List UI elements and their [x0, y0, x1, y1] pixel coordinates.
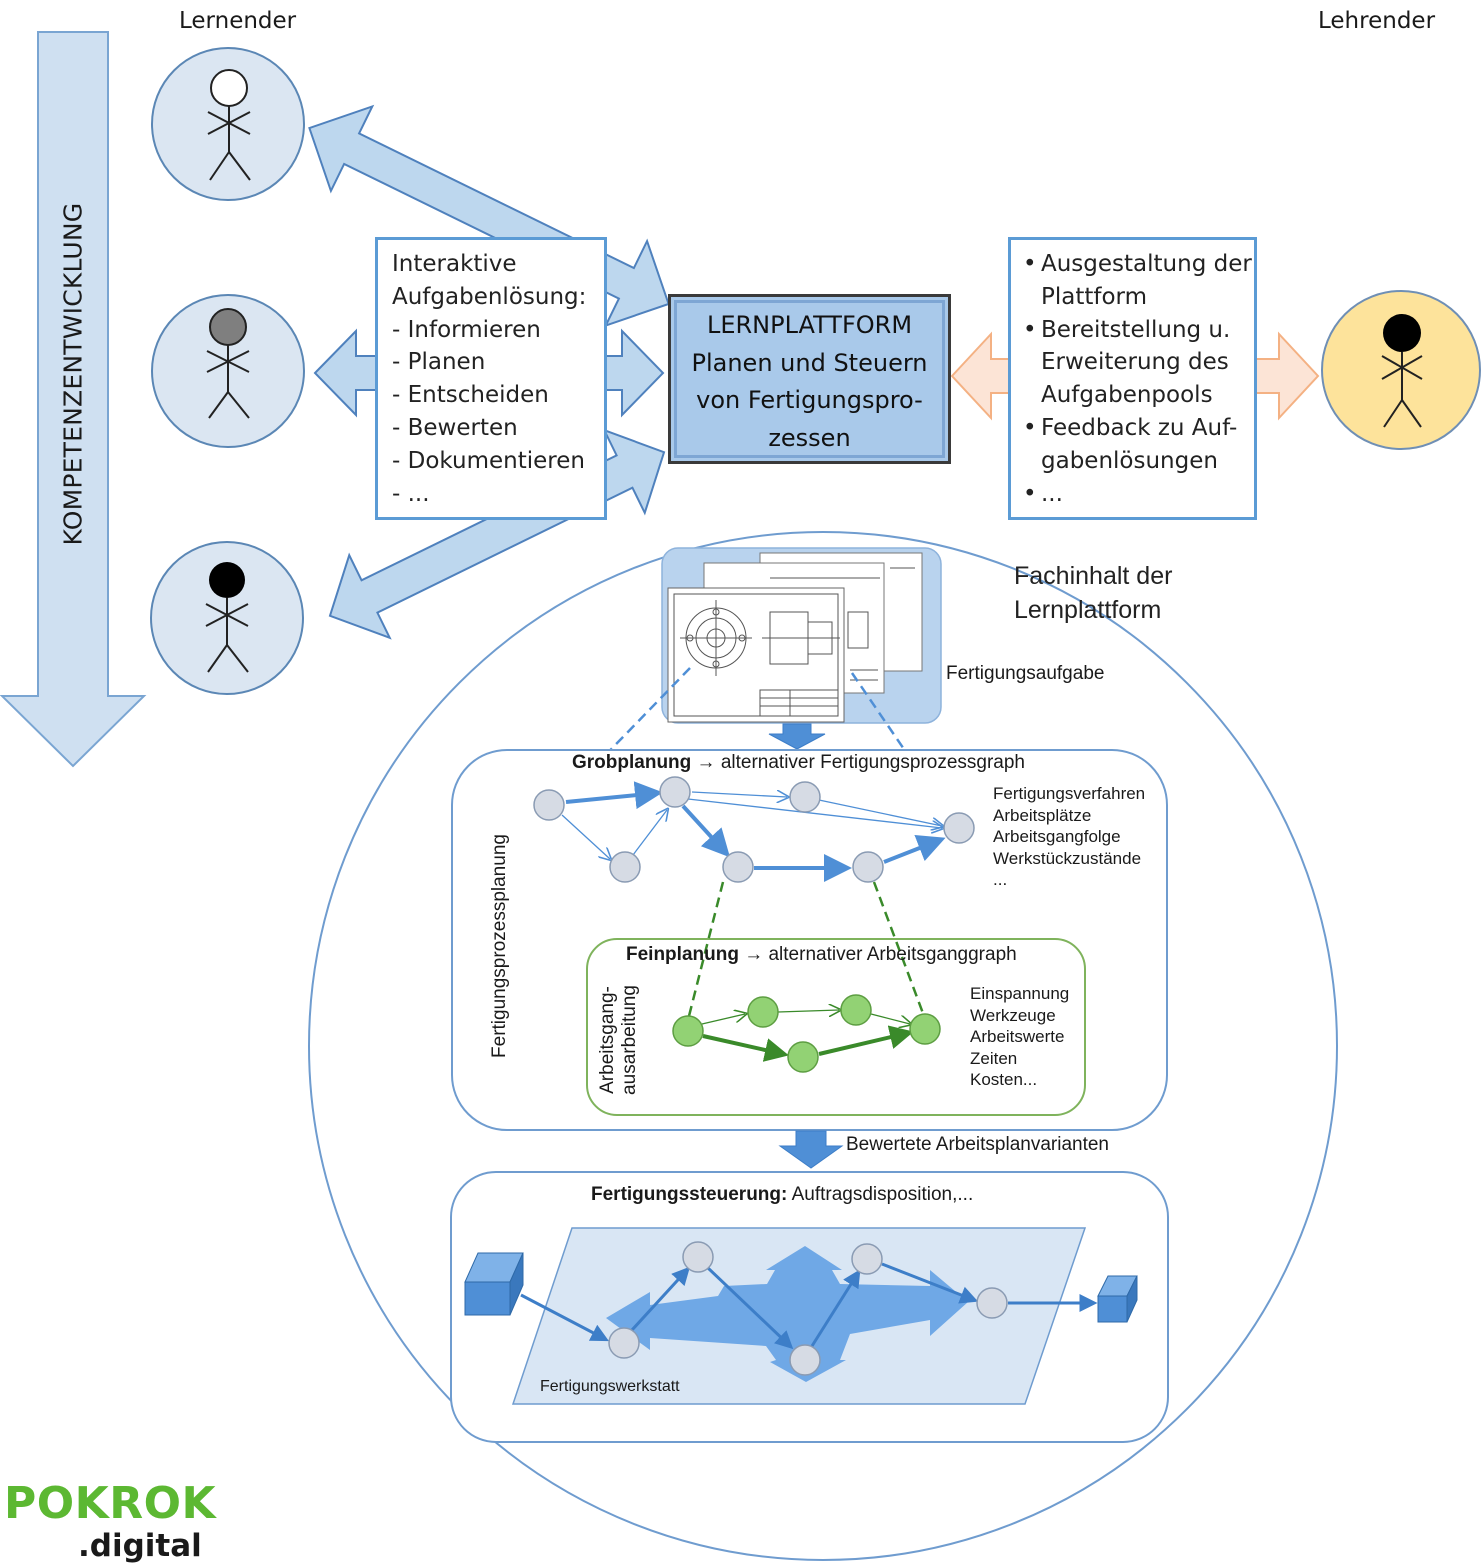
teacher-bullet-pool: Bereitstellung u. Erweiterung des Aufgab… — [1023, 314, 1254, 412]
grob-title-rest: → alternativer Fertigungsprozessgraph — [691, 752, 1025, 773]
grob-vertical-label: Fertigungsprozessplanung — [489, 834, 510, 1058]
grob-side-item: ... — [993, 870, 1008, 889]
fein-side-item: Werkzeuge — [970, 1005, 1056, 1025]
grob-side-item: Arbeitsgangfolge — [993, 827, 1121, 846]
grob-side-item: Werkstückzustände — [993, 848, 1142, 868]
competence-arrow — [0, 31, 147, 768]
teacher-bullet-more: ... — [1023, 478, 1254, 511]
platform-line: von Fertigungspro- — [696, 386, 923, 414]
logo-digital: .digital — [78, 1528, 202, 1564]
grob-title-bold: Grobplanung — [572, 752, 692, 773]
learner-avatar-expert — [150, 541, 304, 695]
evaluated-label: Bewertete Arbeitsplanvarianten — [846, 1134, 1109, 1155]
workshop-graph — [464, 1241, 1138, 1376]
learner-task-line: - Bewerten — [392, 414, 518, 441]
bullet-line: Feedback zu Auf- — [1041, 414, 1238, 441]
learner-task-line: - Informieren — [392, 316, 541, 343]
learner-task-line: - Dokumentieren — [392, 447, 585, 474]
teacher-bullet-feedback: Feedback zu Auf- gabenlösungen — [1023, 412, 1254, 478]
grob-side-item: Fertigungsverfahren — [993, 784, 1146, 803]
platform-line: Planen und Steuern — [691, 348, 928, 377]
learner-task-line: Aufgabenlösung: — [392, 283, 587, 310]
fein-graph — [672, 994, 941, 1073]
control-title: Fertigungssteuerung: Auftragsdisposition… — [591, 1184, 973, 1206]
learner-avatar-beginner — [151, 47, 305, 201]
grob-graph — [533, 776, 975, 883]
teacher-task-box: Ausgestaltung der Plattform Bereitstellu… — [1008, 237, 1257, 520]
control-title-rest: Auftragsdisposition,... — [787, 1184, 974, 1205]
bullet-line: Erweiterung des — [1041, 349, 1229, 376]
grob-side-list: Fertigungsverfahren Arbeitsplätze Arbeit… — [993, 783, 1145, 891]
bullet-line: ... — [1041, 480, 1063, 507]
fein-box — [586, 938, 1086, 1116]
workshop-label: Fertigungswerkstatt — [540, 1378, 680, 1395]
logo-pokrok: POKROK — [4, 1478, 217, 1529]
competence-label: KOMPETENZENTWICKLUNG — [58, 202, 88, 546]
bullet-line: Bereitstellung u. — [1041, 316, 1231, 343]
fein-side-item: Einspannung — [970, 984, 1070, 1003]
fein-vertical-label-1: Arbeitsgang- — [597, 986, 618, 1094]
learner-role-label: Lernender — [179, 8, 297, 34]
fein-side-item: Arbeitswerte — [970, 1027, 1065, 1046]
bullet-line: gabenlösungen — [1041, 447, 1218, 474]
green-dashed-right — [872, 881, 926, 1017]
learner-avatar-intermediate — [151, 294, 305, 448]
down-arrow-2 — [778, 1130, 844, 1169]
task-label: Fertigungsaufgabe — [946, 663, 1105, 684]
learner-task-line: Interaktive — [392, 251, 517, 277]
platform-title: LERNPLATTFORM — [706, 311, 913, 339]
learner-task-line: - Entscheiden — [392, 382, 549, 409]
platform-box: LERNPLATTFORM Planen und Steuern von Fer… — [668, 294, 951, 464]
workshop-flow-arrow — [606, 1246, 968, 1382]
down-arrow-1 — [768, 723, 826, 750]
teacher-bullet-design: Ausgestaltung der Plattform — [1023, 248, 1254, 314]
fein-title-bold: Feinplanung — [626, 944, 739, 965]
fein-vertical-label-2: ausarbeitung — [619, 985, 640, 1095]
green-dashed-left — [687, 881, 725, 1017]
fein-side-item: Kosten... — [970, 1070, 1038, 1089]
fein-side-item: Zeiten — [970, 1048, 1018, 1068]
learner-task-line: - ... — [392, 480, 430, 507]
learner-task-line: - Planen — [392, 349, 486, 376]
grob-side-item: Arbeitsplätze — [993, 805, 1092, 825]
teacher-role-label: Lehrender — [1318, 8, 1436, 34]
bullet-line: Ausgestaltung der — [1041, 251, 1252, 277]
bullet-line: Plattform — [1041, 283, 1148, 310]
grob-title: Grobplanung → alternativer Fertigungspro… — [572, 752, 1025, 774]
fein-title-rest: → alternativer Arbeitsganggraph — [738, 944, 1017, 965]
learner-task-box: Interaktive Aufgabenlösung: - Informiere… — [375, 237, 607, 520]
bullet-line: Aufgabenpools — [1041, 382, 1213, 409]
fein-side-list: Einspannung Werkzeuge Arbeitswerte Zeite… — [970, 983, 1069, 1091]
platform-line: zessen — [768, 423, 851, 452]
content-circle — [308, 531, 1338, 1561]
fein-title: Feinplanung → alternativer Arbeitsganggr… — [626, 944, 1017, 966]
content-title-line2: Lernplattform — [1014, 596, 1162, 624]
control-title-bold: Fertigungssteuerung: — [591, 1184, 788, 1205]
teacher-avatar — [1321, 290, 1481, 450]
task-drawing-panel — [661, 547, 942, 724]
content-title-line1: Fachinhalt der — [1014, 562, 1173, 590]
